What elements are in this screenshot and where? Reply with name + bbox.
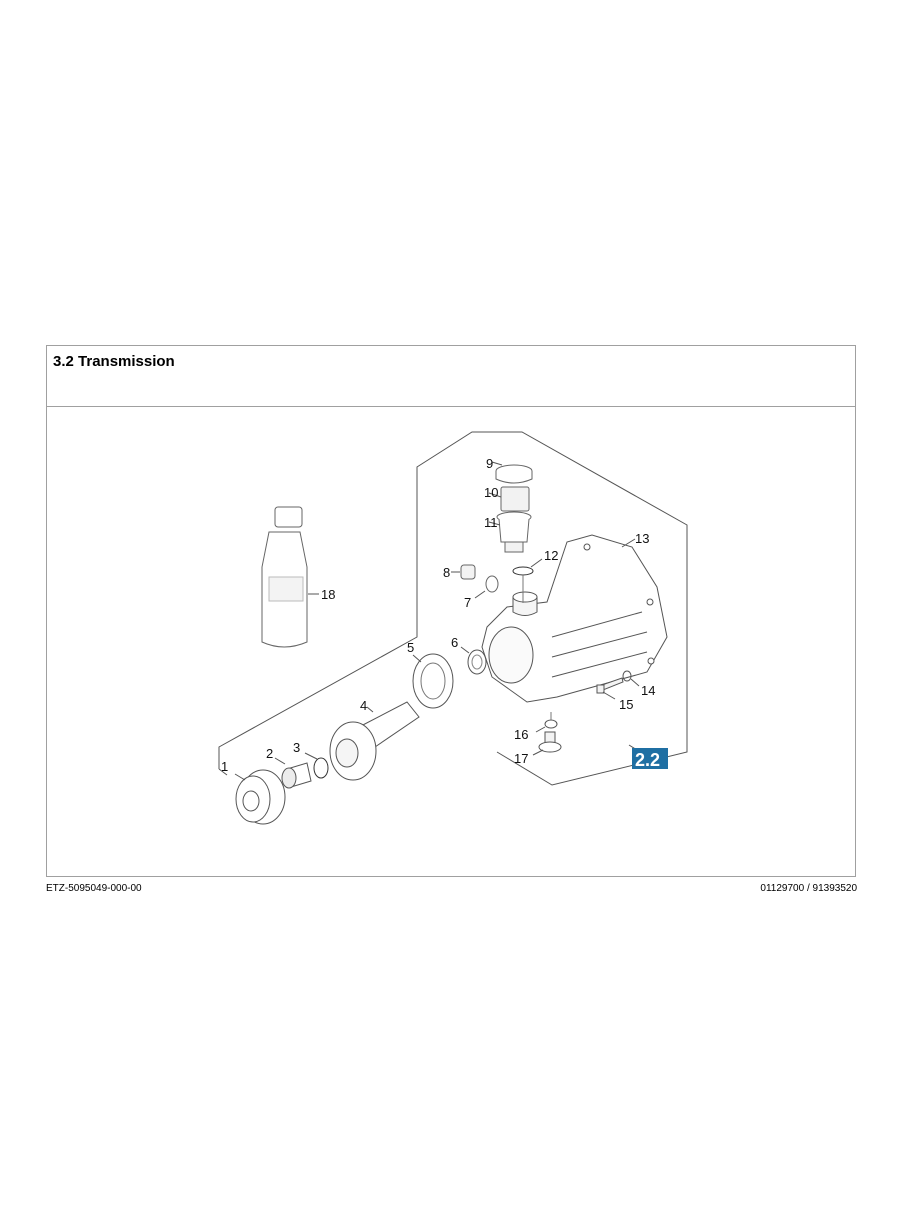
- callout-3: 3: [293, 740, 300, 755]
- part-13-gear-housing: [481, 534, 668, 703]
- part-7-washer: [485, 575, 499, 593]
- assembly-outline: [218, 431, 688, 786]
- callout-5: 5: [407, 640, 414, 655]
- callout-13: 13: [635, 531, 649, 546]
- part-10-sleeve: [500, 486, 530, 512]
- part-4-shaft: [329, 701, 420, 781]
- callout-8: 8: [443, 565, 450, 580]
- callout-6: 6: [451, 635, 458, 650]
- callout-4: 4: [360, 698, 367, 713]
- part-11-bushing: [496, 511, 532, 553]
- reference-badge-2-2: 2.2: [632, 748, 668, 770]
- part-18-oil-bottle: [261, 506, 308, 648]
- callout-11: 11: [484, 515, 498, 530]
- callout-9: 9: [486, 456, 493, 471]
- section-title: 3.2 Transmission: [53, 353, 175, 370]
- callout-14: 14: [641, 683, 655, 698]
- callout-2: 2: [266, 746, 273, 761]
- part-2-bushing: [281, 762, 312, 789]
- callout-7: 7: [464, 595, 471, 610]
- document-id: ETZ-5095049-000-00: [46, 883, 142, 894]
- part-16-washer: [544, 719, 558, 729]
- part-15-screw: [596, 677, 624, 694]
- part-numbers: 01129700 / 91393520: [760, 883, 857, 894]
- part-14-washer: [622, 670, 632, 682]
- callout-18: 18: [321, 587, 335, 602]
- callout-12: 12: [544, 548, 558, 563]
- part-6-seal: [467, 649, 487, 675]
- part-3-o-ring: [313, 757, 329, 779]
- part-1-flange: [235, 769, 286, 825]
- part-8-plug: [460, 564, 476, 580]
- page-frame: 3.2 Transmission 18: [46, 345, 856, 877]
- exploded-parts-diagram: 18 13 9: [47, 407, 855, 877]
- section-header: 3.2 Transmission: [47, 346, 855, 407]
- part-9-cap: [495, 464, 533, 484]
- svg-text:2.2: 2.2: [635, 750, 660, 770]
- part-17-drain-plug: [538, 731, 562, 753]
- part-12-o-ring: [512, 566, 534, 576]
- callout-16: 16: [514, 727, 528, 742]
- part-5-bearing: [412, 653, 454, 709]
- callout-10: 10: [484, 485, 498, 500]
- callout-1: 1: [221, 759, 228, 774]
- callout-17: 17: [514, 751, 528, 766]
- callout-15: 15: [619, 697, 633, 712]
